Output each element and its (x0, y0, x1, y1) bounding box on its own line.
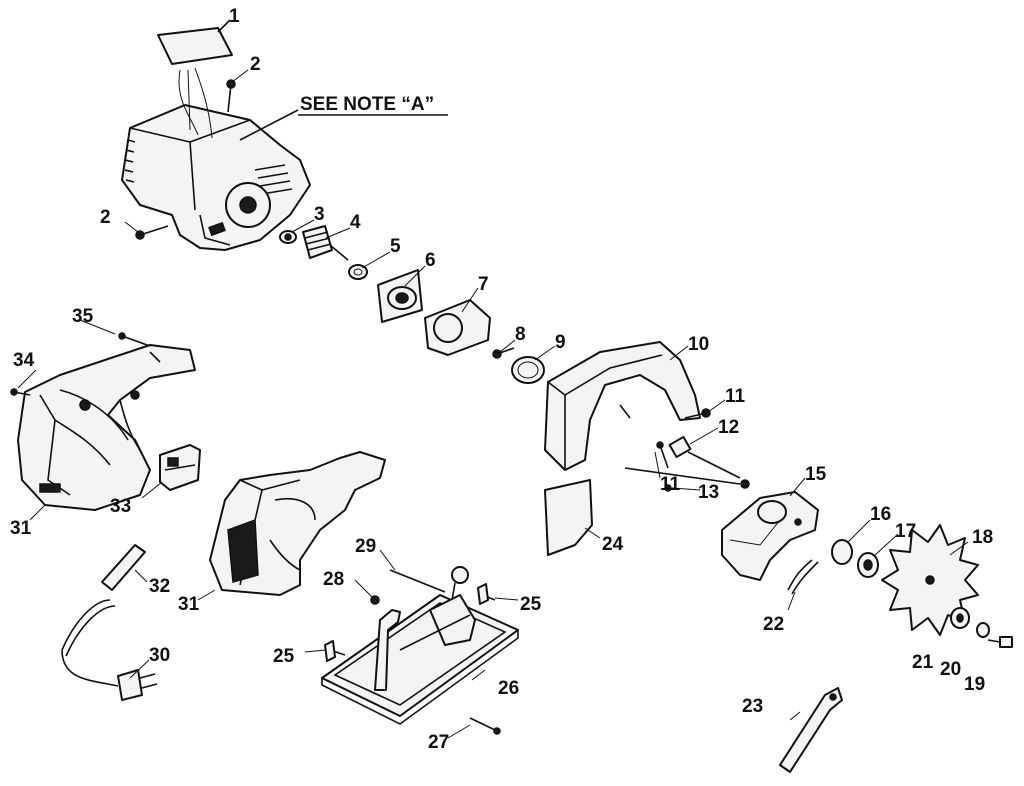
label-30: 30 (149, 645, 170, 666)
label-10: 10 (688, 334, 709, 355)
part-4-armature-gear (302, 225, 349, 261)
label-21: 21 (912, 652, 934, 673)
label-25: 25 (273, 646, 295, 667)
label-7: 7 (478, 274, 489, 295)
label-18: 18 (972, 527, 993, 548)
part-31-handle-housing-left (17, 344, 196, 511)
part-33-switch (159, 444, 201, 491)
part-13-rod (624, 467, 750, 492)
part-10-upper-guard (544, 341, 701, 471)
part-15-lower-guard (721, 491, 819, 581)
label-2: 2 (100, 207, 111, 228)
part-2-screw-left (135, 225, 169, 240)
label-27: 27 (428, 732, 449, 753)
label-28: 28 (323, 569, 344, 590)
part-21-outer-washer (950, 607, 970, 629)
part-17-washer (857, 552, 879, 578)
part-11-screw-upper (684, 408, 711, 419)
label-9: 9 (555, 332, 566, 353)
see-note-a-label: SEE NOTE “A” (300, 94, 434, 115)
label-16: 16 (870, 504, 891, 525)
part-29-pin (389, 569, 446, 593)
motor-housing (121, 67, 311, 251)
part-3-bearing (279, 230, 297, 244)
label-25: 25 (520, 594, 542, 615)
label-34: 34 (13, 350, 35, 371)
label-31: 31 (178, 594, 200, 615)
part-25-wing-screw-left (324, 640, 346, 662)
label-24: 24 (602, 534, 624, 555)
label-32: 32 (149, 576, 170, 597)
part-2-screw-top (226, 79, 236, 113)
part-23-wrench (779, 687, 843, 773)
leader-lines (17, 69, 969, 739)
label-23: 23 (742, 696, 763, 717)
label-12: 12 (718, 417, 739, 438)
label-1: 1 (229, 6, 240, 27)
label-17: 17 (895, 521, 916, 542)
label-11: 11 (660, 474, 681, 495)
part-28-screw (370, 595, 380, 605)
label-3: 3 (314, 204, 325, 225)
label-2: 2 (250, 54, 261, 75)
part-27-bolt (469, 717, 501, 735)
label-8: 8 (515, 324, 526, 345)
part-26-base-plate (321, 594, 519, 725)
part-30-power-cord (61, 599, 158, 701)
part-31-handle-housing-right (209, 451, 386, 596)
part-16-ring (831, 539, 853, 565)
part-22-spring (787, 559, 819, 595)
part-32-strain-relief (101, 544, 146, 591)
part-7-baffle (424, 299, 491, 356)
part-6-bearing-plate (377, 269, 423, 323)
label-4: 4 (350, 212, 361, 233)
label-15: 15 (805, 464, 827, 485)
label-5: 5 (390, 236, 401, 257)
part-1-label-plate (157, 19, 233, 65)
part-34-screw (10, 388, 31, 396)
part-number-labels: 1 2 2 3 4 5 6 7 8 9 10 11 11 12 13 15 16… (10, 6, 993, 753)
label-22: 22 (763, 614, 784, 635)
part-8-screw (492, 347, 515, 359)
label-19: 19 (964, 674, 985, 695)
part-25-wing-screw-right (477, 583, 496, 605)
part-12-lever-pin (668, 435, 741, 479)
label-26: 26 (498, 678, 519, 699)
part-9-retaining-ring (511, 356, 545, 384)
motor-vents (124, 139, 293, 195)
label-31: 31 (10, 518, 32, 539)
label-13: 13 (698, 482, 719, 503)
label-11: 11 (725, 386, 746, 407)
part-11-screw-lower (656, 441, 669, 469)
part-20-washer (976, 622, 990, 638)
label-33: 33 (110, 496, 131, 517)
part-19-blade-bolt (987, 636, 1013, 648)
depth-adjust-bracket (374, 566, 476, 691)
label-20: 20 (940, 659, 961, 680)
part-35-screw (118, 332, 151, 347)
label-6: 6 (425, 250, 436, 271)
label-35: 35 (72, 306, 94, 327)
label-29: 29 (355, 536, 376, 557)
part-24-blade-guard-shield (544, 479, 593, 556)
part-5-washer (348, 264, 368, 280)
